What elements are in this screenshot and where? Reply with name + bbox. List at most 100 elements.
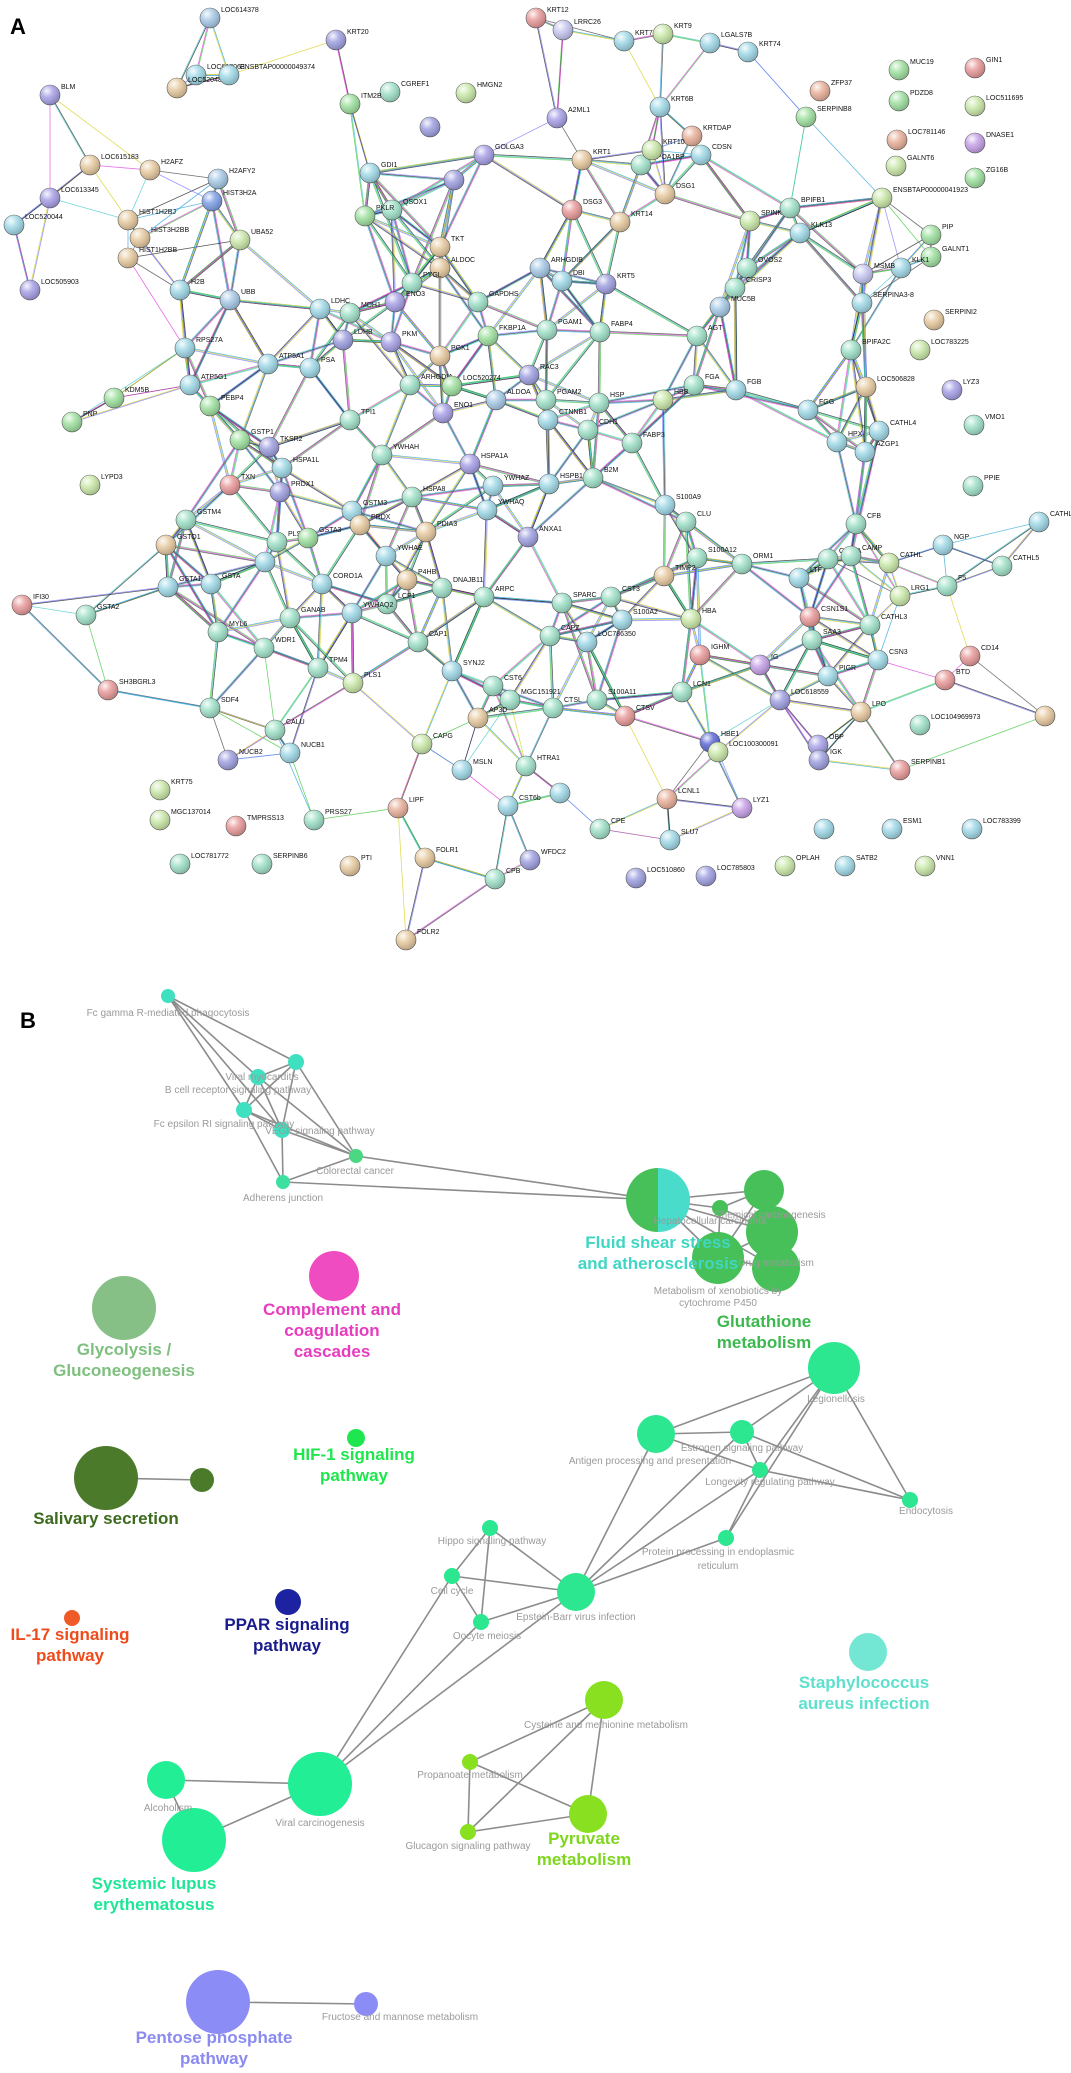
- network-edge: [289, 617, 354, 684]
- node-hippo: [482, 1520, 498, 1536]
- network-edge: [167, 586, 219, 633]
- network-edge: [351, 613, 418, 644]
- network-edge: [486, 482, 549, 510]
- network-edge: [364, 215, 441, 248]
- network-edge: [799, 233, 862, 304]
- protein-node-shine: [342, 603, 362, 623]
- network-edge: [799, 197, 883, 234]
- gene-label: HTRA1: [537, 755, 560, 762]
- network-edge: [851, 555, 872, 625]
- network-edge: [279, 491, 353, 512]
- protein-node: LPO: [850, 701, 887, 723]
- network-edge: [365, 214, 441, 268]
- gene-label: PGAM1: [558, 319, 583, 326]
- network-edge: [605, 284, 697, 338]
- protein-node: CST6: [482, 675, 522, 697]
- protein-node-shine: [780, 198, 800, 218]
- network-edge: [342, 301, 396, 341]
- network-edge: [528, 331, 601, 376]
- node-adherens-junction: [276, 1175, 290, 1189]
- network-edge: [264, 491, 281, 563]
- pathway-label: Endocytosis: [899, 1506, 953, 1517]
- gene-label: KDM5B: [125, 387, 149, 394]
- protein-node: CATHL: [878, 552, 923, 574]
- protein-node-shine: [80, 155, 100, 175]
- gene-label: IGHM: [711, 644, 729, 651]
- network-edge: [547, 419, 594, 479]
- network-edge: [790, 207, 864, 274]
- protein-node-shine: [208, 622, 228, 642]
- gene-label: GANAB: [301, 607, 326, 614]
- cluster-label-line: Fluid shear stress: [585, 1233, 731, 1252]
- protein-node: DSG3: [561, 199, 602, 221]
- protein-node-shine: [255, 552, 275, 572]
- gene-label: LYZ1: [753, 797, 769, 804]
- protein-node-shine: [483, 476, 503, 496]
- network-edge: [604, 221, 620, 284]
- network-edge: [811, 639, 879, 661]
- network-edge: [370, 172, 441, 247]
- protein-node: PNP: [61, 411, 98, 433]
- protein-node-shine: [660, 830, 680, 850]
- gene-label: ITM2B: [361, 93, 382, 100]
- protein-node: CATHL4: [868, 420, 916, 442]
- network-edge: [587, 398, 663, 430]
- protein-node: [813, 818, 835, 840]
- protein-node: HIST3H2BB: [129, 227, 189, 249]
- protein-node: LOC104969973: [909, 714, 981, 736]
- network-edge: [365, 214, 441, 247]
- gene-label: BPIFA2C: [862, 339, 891, 346]
- network-edge: [561, 221, 620, 281]
- protein-node: GIN1: [964, 57, 1002, 79]
- gene-label: CPE: [611, 818, 626, 825]
- gene-label: GAPDHS: [489, 291, 519, 298]
- protein-node: LOC786350: [576, 631, 636, 653]
- network-edge: [684, 522, 691, 620]
- network-edge: [350, 283, 413, 315]
- network-edge: [381, 384, 411, 456]
- network-edge: [780, 640, 814, 701]
- protein-node-shine: [851, 702, 871, 722]
- network-edge: [548, 429, 589, 485]
- network-edge: [664, 194, 750, 223]
- network-edge: [451, 373, 529, 386]
- gene-label: PKM: [402, 331, 417, 338]
- network-edge: [946, 521, 1039, 586]
- protein-node: SAA3: [801, 629, 841, 651]
- network-edge: [484, 537, 530, 598]
- network-edge: [860, 679, 945, 712]
- protein-node-shine: [965, 168, 985, 188]
- network-edge: [391, 209, 413, 284]
- pathway-label: Epstein-Barr virus infection: [516, 1612, 636, 1623]
- protein-node: HMGN2: [455, 82, 502, 104]
- network-edge: [492, 485, 529, 538]
- protein-node-shine: [498, 796, 518, 816]
- node-alcoholism: [147, 1761, 185, 1799]
- node-lupus: [162, 1808, 226, 1872]
- network-edge: [318, 613, 354, 669]
- gene-label: CTSV: [636, 705, 655, 712]
- network-edge: [483, 155, 582, 162]
- node-tuberculosis: [190, 1468, 214, 1492]
- gene-label: HBE1: [721, 731, 739, 738]
- network-edge: [335, 39, 351, 105]
- protein-node-shine: [12, 595, 32, 615]
- network-edge: [230, 298, 321, 309]
- gene-label: CD14: [981, 645, 999, 652]
- gene-label: LOC104969973: [931, 714, 981, 721]
- network-edge: [341, 340, 350, 421]
- network-edge: [210, 405, 232, 485]
- gene-label: TKT: [451, 236, 465, 243]
- network-edge: [545, 331, 601, 401]
- gene-label: PGAM2: [557, 389, 582, 396]
- network-edge: [189, 299, 231, 386]
- network-edge: [663, 390, 737, 402]
- network-edge: [180, 240, 241, 291]
- protein-node-shine: [572, 150, 592, 170]
- network-edge: [544, 331, 600, 400]
- network-edge: [694, 307, 722, 386]
- protein-node: CAP1: [407, 631, 447, 653]
- protein-node: PIP: [920, 224, 954, 246]
